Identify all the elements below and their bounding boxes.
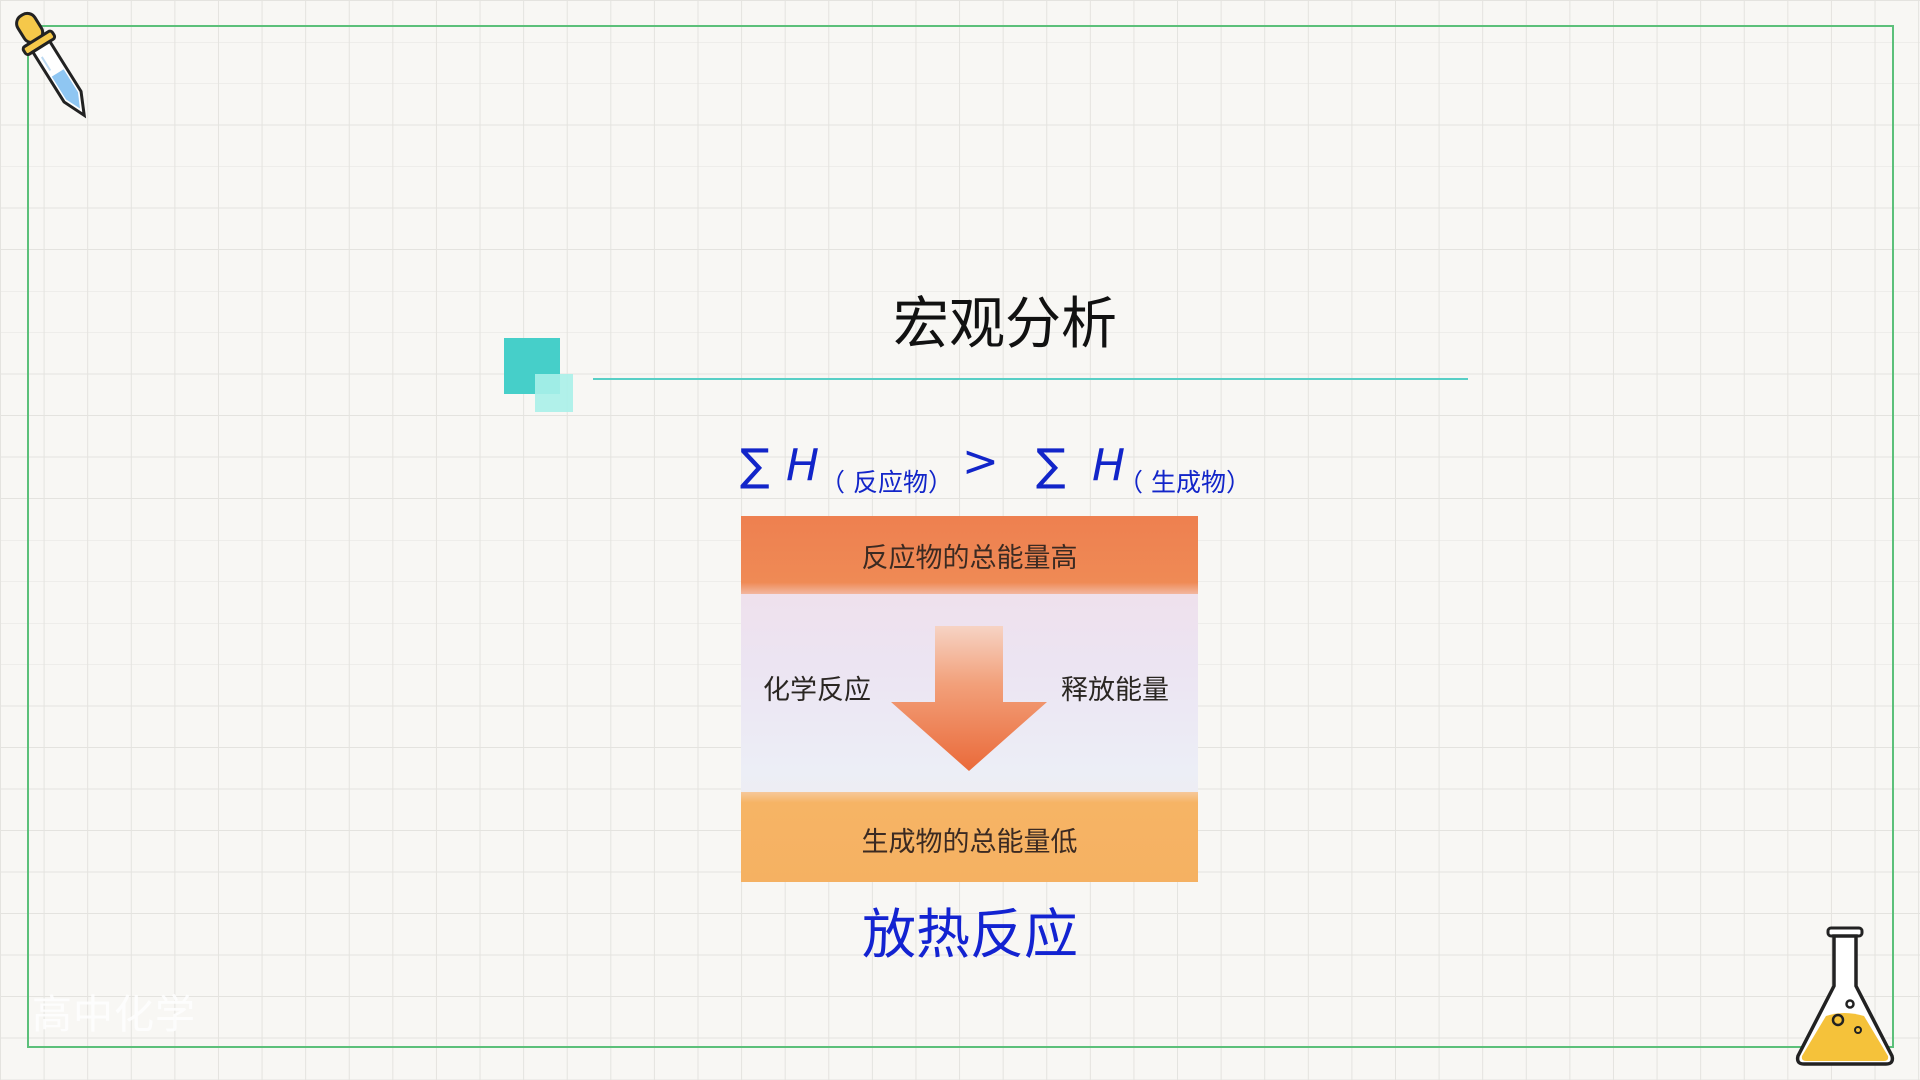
- subscript-products: （ 生成物）: [1118, 468, 1251, 497]
- enthalpy-h-left: H: [786, 440, 820, 491]
- watermark-text: 高中化学: [32, 992, 196, 1038]
- product-energy-label: 生成物的总能量低: [861, 827, 1078, 858]
- exothermic-reaction-label: 放热反应: [862, 903, 1078, 966]
- flask-icon: [1795, 926, 1895, 1066]
- energy-diagram: 反应物的总能量高 化学反应 释放能量 生成物的总能量低: [741, 516, 1198, 882]
- greater-than-sign: >: [962, 436, 999, 487]
- enthalpy-comparison-equation: ∑ H （ 反应物） > ∑ H （ 生成物）: [740, 436, 1300, 506]
- product-energy-band: [741, 792, 1198, 882]
- dropper-icon: [15, 11, 87, 119]
- subscript-reactants: （ 反应物）: [820, 468, 953, 497]
- title-underline: [593, 378, 1468, 380]
- energy-release-arrow: [891, 626, 1047, 771]
- release-energy-label: 释放能量: [1061, 675, 1169, 706]
- enthalpy-h-right: H: [1092, 440, 1126, 491]
- sigma-symbol-right: ∑: [1036, 440, 1066, 491]
- slide-title: 宏观分析: [893, 292, 1117, 357]
- sigma-symbol-left: ∑: [740, 440, 770, 491]
- reactant-energy-label: 反应物的总能量高: [861, 543, 1078, 574]
- chemical-reaction-label: 化学反应: [763, 675, 871, 706]
- slide-frame: [27, 25, 1894, 1048]
- reactant-energy-band: [741, 516, 1198, 594]
- title-decoration-square-light: [535, 374, 573, 412]
